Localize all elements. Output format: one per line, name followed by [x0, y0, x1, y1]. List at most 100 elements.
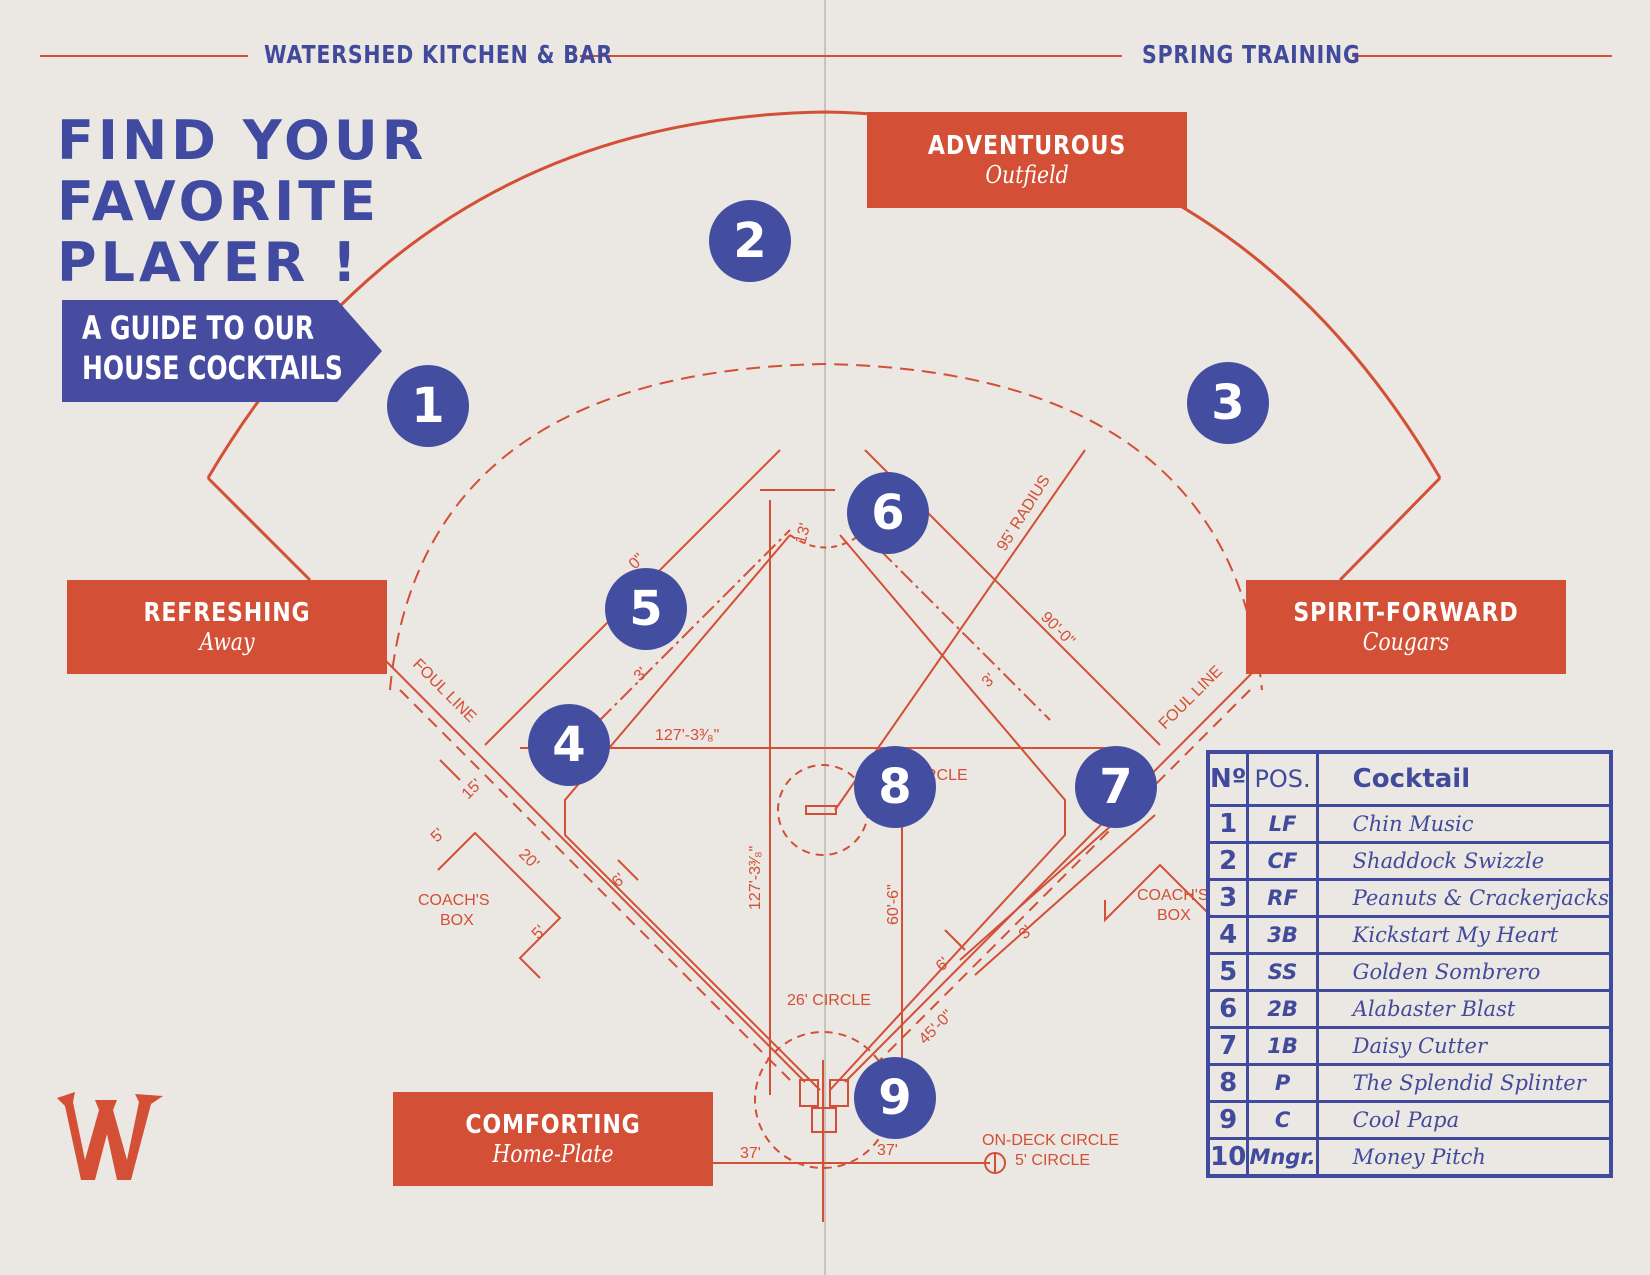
- d37-right: 37': [877, 1142, 898, 1159]
- row-position: SS: [1246, 952, 1319, 992]
- guide-line: A GUIDE TO OUR: [82, 309, 315, 347]
- row-position: RF: [1246, 878, 1319, 918]
- zone-comforting: COMFORTING Home-Plate: [393, 1092, 713, 1186]
- d13-label: 13': [792, 521, 814, 546]
- zone-sub: Cougars: [1362, 628, 1450, 656]
- sixty-label: 60'-6": [885, 884, 902, 925]
- dist-127-horizontal: 127'-3³⁄₈": [655, 727, 719, 744]
- zone-sub: Away: [199, 628, 255, 656]
- on-deck-label-2: 5' CIRCLE: [1015, 1152, 1090, 1169]
- row-number: 5: [1206, 952, 1250, 992]
- guide-banner-text: A GUIDE TO OUR HOUSE COCKTAILS: [82, 308, 343, 388]
- row-position: LF: [1246, 804, 1319, 844]
- row-number: 9: [1206, 1100, 1250, 1140]
- circle-26-label: 26' CIRCLE: [787, 992, 871, 1009]
- row-cocktail: Alabaster Blast: [1315, 989, 1613, 1029]
- zone-name: REFRESHING: [143, 598, 311, 628]
- zone-adventurous: ADVENTUROUS Outfield: [867, 112, 1187, 208]
- coachs-box-right-2: BOX: [1157, 907, 1191, 924]
- row-number: 3: [1206, 878, 1250, 918]
- guide-banner: [62, 300, 382, 402]
- coachs-box-left-1: COACH'S: [418, 892, 490, 909]
- player-marker-6[interactable]: 6: [847, 472, 929, 554]
- row-number: 8: [1206, 1063, 1250, 1103]
- forty-five-label: 45'-0": [916, 1007, 957, 1048]
- d5-label-1: 5': [428, 825, 448, 845]
- player-marker-2[interactable]: 2: [709, 200, 791, 282]
- event-name: SPRING TRAINING: [1142, 40, 1361, 69]
- zone-name: ADVENTUROUS: [927, 131, 1127, 161]
- dist-127-vertical: 127'-3³⁄₈": [747, 846, 764, 910]
- table-header-row: Nº POS. Cocktail: [1206, 750, 1613, 807]
- d3-label-1: 3': [1016, 922, 1036, 942]
- row-number: 6: [1206, 989, 1250, 1029]
- row-number: 2: [1206, 841, 1250, 881]
- foul-line-label-right: FOUL LINE: [1156, 663, 1226, 733]
- restaurant-name: WATERSHED KITCHEN & BAR: [264, 40, 613, 69]
- row-cocktail: Kickstart My Heart: [1315, 915, 1613, 955]
- d37-left: 37': [740, 1145, 761, 1162]
- zone-name: SPIRIT-FORWARD: [1293, 598, 1519, 628]
- zone-refreshing: REFRESHING Away: [67, 580, 387, 674]
- row-cocktail: Daisy Cutter: [1315, 1026, 1613, 1066]
- zone-spirit-forward: SPIRIT-FORWARD Cougars: [1246, 580, 1566, 674]
- player-marker-4[interactable]: 4: [528, 704, 610, 786]
- row-cocktail: Peanuts & Crackerjacks: [1315, 878, 1613, 918]
- d3-label-2: 3': [631, 664, 651, 684]
- row-cocktail: Money Pitch: [1315, 1137, 1613, 1178]
- d15-label: 15': [459, 776, 486, 803]
- w-monogram-logo: [57, 1092, 163, 1180]
- row-position: Mngr.: [1246, 1137, 1319, 1178]
- row-position: 1B: [1246, 1026, 1319, 1066]
- radius-label: 95' RADIUS: [994, 472, 1054, 554]
- title-line: PLAYER !: [57, 231, 361, 294]
- field-lines: [206, 110, 1442, 1222]
- page-title: FIND YOUR FAVORITE PLAYER !: [57, 110, 427, 293]
- header-number: Nº: [1206, 750, 1250, 807]
- circle-partial-label: RCLE: [925, 767, 968, 784]
- d3-label-3: 3': [979, 670, 999, 690]
- row-position: C: [1246, 1100, 1319, 1140]
- title-line: FIND YOUR: [57, 109, 428, 172]
- row-position: CF: [1246, 841, 1319, 881]
- row-cocktail: Cool Papa: [1315, 1100, 1613, 1140]
- row-number: 1: [1206, 804, 1250, 844]
- player-marker-5[interactable]: 5: [605, 568, 687, 650]
- row-number: 4: [1206, 915, 1250, 955]
- title-line: FAVORITE: [57, 170, 380, 233]
- header-position: POS.: [1246, 750, 1319, 807]
- row-number: 7: [1206, 1026, 1250, 1066]
- row-position: 3B: [1246, 915, 1319, 955]
- d5-label-2: 5': [529, 922, 549, 942]
- player-marker-3[interactable]: 3: [1187, 362, 1269, 444]
- player-marker-8[interactable]: 8: [854, 746, 936, 828]
- row-cocktail: Chin Music: [1315, 804, 1613, 844]
- player-marker-7[interactable]: 7: [1075, 746, 1157, 828]
- row-position: 2B: [1246, 989, 1319, 1029]
- coachs-box-left-2: BOX: [440, 912, 474, 929]
- on-deck-label-1: ON-DECK CIRCLE: [982, 1132, 1119, 1149]
- player-marker-1[interactable]: 1: [387, 365, 469, 447]
- zone-sub: Home-Plate: [492, 1140, 614, 1168]
- row-position: P: [1246, 1063, 1319, 1103]
- d20-label: 20': [515, 846, 542, 873]
- zone-sub: Outfield: [985, 161, 1069, 189]
- header-cocktail: Cocktail: [1315, 750, 1613, 807]
- guide-line: HOUSE COCKTAILS: [82, 349, 343, 387]
- row-number: 10: [1206, 1137, 1250, 1178]
- row-cocktail: Shaddock Swizzle: [1315, 841, 1613, 881]
- zone-name: COMFORTING: [465, 1110, 641, 1140]
- player-marker-9[interactable]: 9: [854, 1057, 936, 1139]
